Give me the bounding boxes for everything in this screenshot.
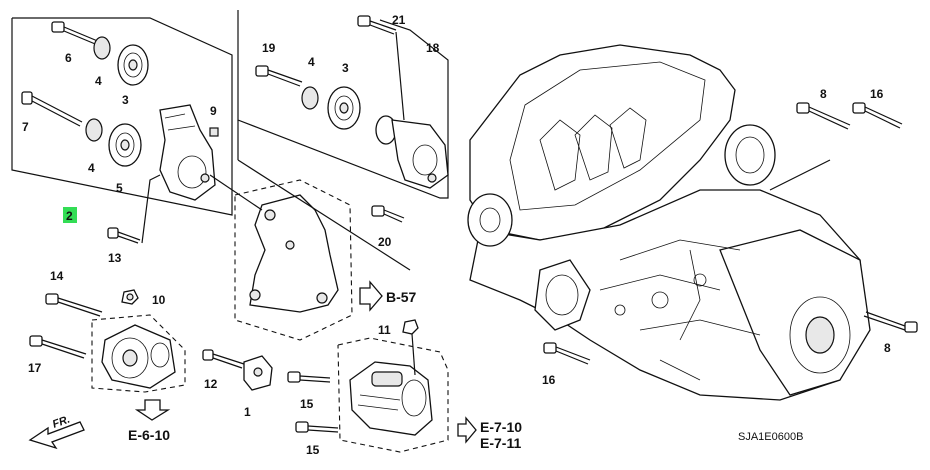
ref-arrow-down bbox=[134, 399, 171, 421]
bolt-13 bbox=[107, 174, 161, 244]
callout-9: 9 bbox=[210, 104, 217, 118]
starter-group bbox=[287, 319, 477, 453]
callout-14: 14 bbox=[50, 269, 64, 283]
bolt-8-right bbox=[863, 311, 918, 333]
highlight-marker bbox=[63, 207, 77, 223]
bolt-14 bbox=[45, 293, 103, 317]
callout-15-lower: 15 bbox=[306, 443, 320, 457]
ref-e6-10: E-6-10 bbox=[128, 427, 170, 443]
callout-10: 10 bbox=[152, 293, 166, 307]
callout-21: 21 bbox=[392, 13, 406, 27]
idler-pulley-3-right bbox=[327, 86, 361, 130]
callout-5: 5 bbox=[116, 181, 123, 195]
callout-1: 1 bbox=[244, 405, 251, 419]
callout-13: 13 bbox=[108, 251, 122, 265]
callout-12: 12 bbox=[204, 377, 218, 391]
drawing-code: SJA1E0600B bbox=[738, 431, 803, 443]
washer-4-mid bbox=[85, 118, 103, 142]
ref-e7-11: E-7-11 bbox=[480, 435, 521, 451]
callout-20: 20 bbox=[378, 235, 392, 249]
callout-16-bottom: 16 bbox=[542, 373, 556, 387]
bolt-16-bottom bbox=[543, 342, 591, 365]
bolt-19 bbox=[255, 65, 303, 87]
ref-e7-10: E-7-10 bbox=[480, 419, 522, 435]
callout-3-top: 3 bbox=[122, 93, 129, 107]
callout-8-right: 8 bbox=[884, 341, 891, 355]
nut-10 bbox=[121, 289, 139, 305]
nut-11 bbox=[402, 319, 419, 376]
idler-pulley-3-top bbox=[117, 44, 149, 86]
callout-17: 17 bbox=[28, 361, 42, 375]
callout-19: 19 bbox=[262, 41, 276, 55]
engine-assembly bbox=[467, 44, 918, 401]
bolt-15-upper bbox=[287, 371, 331, 383]
callout-3-right: 3 bbox=[342, 61, 349, 75]
idler-group bbox=[237, 10, 449, 271]
alternator-bracket bbox=[209, 174, 353, 341]
nut-9 bbox=[209, 127, 219, 137]
auto-tensioner bbox=[159, 104, 216, 201]
bolt-16-top bbox=[852, 102, 903, 129]
tensioner-group bbox=[11, 17, 233, 244]
callout-8-top: 8 bbox=[820, 87, 827, 101]
callout-15-upper: 15 bbox=[300, 397, 314, 411]
callout-18: 18 bbox=[426, 41, 440, 55]
starter-motor bbox=[349, 361, 433, 436]
bolt-17 bbox=[29, 335, 87, 359]
front-direction-indicator: FR. bbox=[28, 413, 85, 450]
callout-4-right: 4 bbox=[308, 55, 315, 69]
bolt-12 bbox=[202, 349, 245, 369]
callout-7: 7 bbox=[22, 120, 29, 134]
bracket-1 bbox=[243, 355, 273, 391]
bolt-20 bbox=[371, 205, 405, 223]
ref-arrow-right-e7 bbox=[457, 416, 477, 444]
callout-6: 6 bbox=[65, 51, 72, 65]
ref-b57: B-57 bbox=[386, 289, 417, 305]
callout-4-top: 4 bbox=[95, 74, 102, 88]
bolt-7 bbox=[21, 91, 83, 127]
idler-pulley-5 bbox=[108, 123, 142, 167]
callout-11: 11 bbox=[378, 323, 391, 337]
compressor-unit bbox=[101, 324, 176, 389]
washer-4-top bbox=[93, 36, 111, 60]
washer-4-right bbox=[301, 86, 319, 110]
bolt-21 bbox=[357, 15, 405, 121]
bolt-15-lower bbox=[295, 421, 339, 433]
callout-4-mid: 4 bbox=[88, 161, 95, 175]
callout-16-top: 16 bbox=[870, 87, 884, 101]
bolt-8-top bbox=[796, 102, 851, 130]
lower-left-group bbox=[29, 289, 273, 421]
callout-2: 2 bbox=[66, 209, 73, 223]
front-label: FR. bbox=[51, 413, 72, 430]
bolt-6 bbox=[51, 21, 101, 47]
ref-arrow-right-b57 bbox=[359, 280, 383, 312]
tensioner-assembly-18 bbox=[375, 115, 449, 189]
